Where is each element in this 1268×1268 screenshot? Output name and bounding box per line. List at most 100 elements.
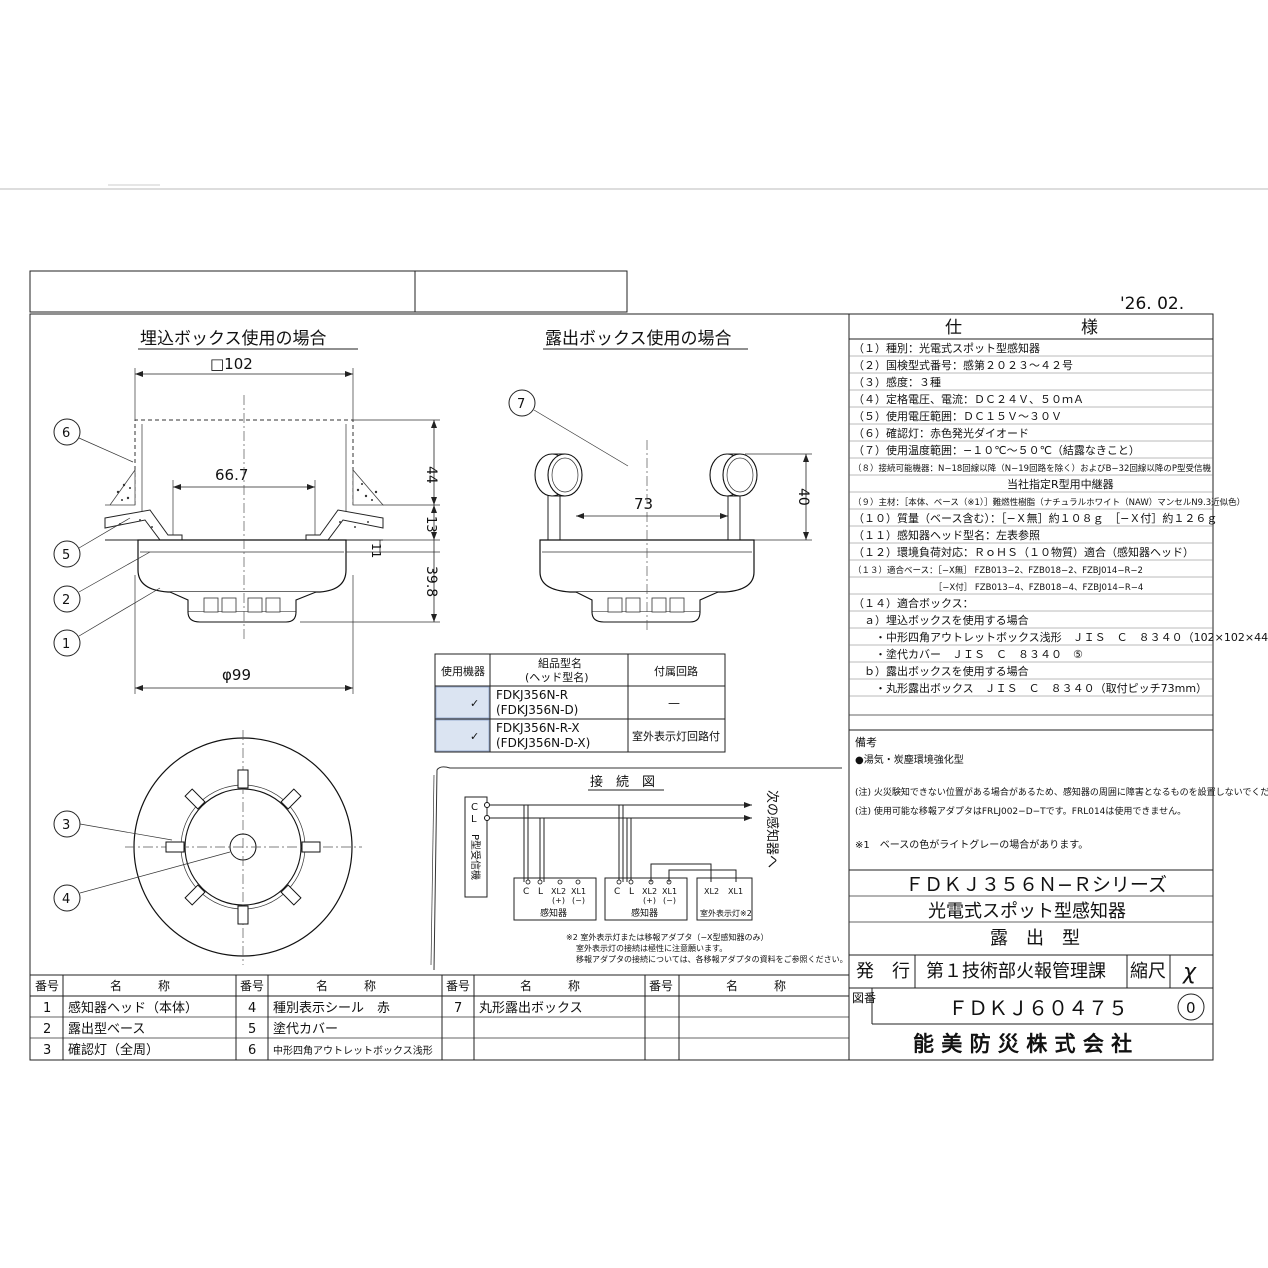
parts-h-no-1: 番号 bbox=[35, 979, 59, 993]
leader-6 bbox=[78, 437, 134, 463]
det2-term-c: C bbox=[614, 887, 620, 897]
tube-right-open bbox=[722, 453, 758, 497]
combo-check-cell-1[interactable] bbox=[435, 686, 490, 719]
combo-check-2: ✓ bbox=[470, 730, 479, 743]
callout-2-label: 2 bbox=[62, 593, 70, 608]
combo-table: 使用機器 組品型名 (ヘッド型名) 付属回路 ✓ FDKJ356N-R (FDK… bbox=[434, 653, 726, 753]
part-1-no: 1 bbox=[43, 1001, 51, 1016]
det2-term-l: L bbox=[629, 887, 634, 897]
receiver-l: L bbox=[471, 814, 477, 825]
combo-circuit-2: 室外表示灯回路付 bbox=[632, 729, 720, 743]
det2-term-xl1: XL1 bbox=[662, 887, 677, 896]
part-7-no: 7 bbox=[454, 1001, 462, 1016]
leader-7 bbox=[533, 409, 629, 467]
det1-terminals bbox=[525, 879, 581, 885]
spec-row: ・丸形露出ボックス ＪＩＳ Ｃ ８３４０（取付ピッチ73mm） bbox=[853, 681, 1207, 695]
tb-revision: 0 bbox=[1186, 999, 1196, 1017]
callout-3-label: 3 bbox=[62, 818, 70, 833]
combo-check-cell-2[interactable] bbox=[435, 719, 490, 752]
detector-1-drops bbox=[527, 805, 541, 882]
det1-pol-plus: (+) bbox=[552, 896, 565, 905]
parts-h-name-3: 名 称 bbox=[520, 978, 580, 993]
leader-5 bbox=[78, 517, 131, 549]
det1-pol-minus: (−) bbox=[572, 896, 585, 905]
part-7-name: 丸形露出ボックス bbox=[479, 1001, 583, 1016]
spec-row: 当社指定R型用中継器 bbox=[853, 477, 1114, 491]
part-4-no: 4 bbox=[248, 1001, 256, 1016]
det1-term-c: C bbox=[523, 887, 529, 897]
part-5-name: 塗代カバー bbox=[273, 1021, 338, 1037]
outlet-box-outline bbox=[134, 419, 354, 505]
combo-model-1: FDKJ356N-R bbox=[496, 688, 568, 702]
callout-7-label: 7 bbox=[517, 397, 525, 412]
outdoor-term-xl1: XL1 bbox=[728, 887, 743, 896]
combo-circuit-1: — bbox=[668, 696, 680, 710]
spec-rows: （１）種別：光電式スポット型感知器（２）国検型式番号：感第２０２３～４２号（３）… bbox=[849, 341, 1268, 697]
mounting-legs bbox=[547, 496, 741, 540]
callout-6 bbox=[53, 418, 81, 446]
exposed-view: 露出ボックス使用の場合 73 40 7 bbox=[508, 328, 812, 632]
parts-table: 番号 名 称 番号 名 称 番号 名 称 番号 名 称 1 感知器ヘッド（本体）… bbox=[30, 974, 849, 1060]
wiring-frame-curve bbox=[433, 766, 842, 971]
det1-term-l: L bbox=[538, 887, 543, 897]
remark-1: ●湯気・炭塵環境強化型 bbox=[855, 753, 964, 766]
tb-product: 光電式スポット型感知器 bbox=[928, 901, 1126, 922]
dim-102-label: □102 bbox=[210, 355, 253, 373]
dim-99-label: φ99 bbox=[222, 666, 251, 684]
spec-row: （９）主材：［本体、ベース（※1）］難燃性樹脂（ナチュラルホワイト（NAW）マン… bbox=[853, 497, 1245, 508]
dim-40-label: 40 bbox=[795, 488, 811, 506]
plaster-cover-right bbox=[305, 509, 384, 541]
detector-2-box bbox=[604, 877, 688, 921]
dim-398-label: 39.8 bbox=[423, 566, 439, 597]
concrete-right bbox=[352, 468, 384, 506]
head-vents-exposed bbox=[607, 597, 685, 613]
dim-73-label: 73 bbox=[634, 495, 653, 513]
spec-row: （８）接続可能機器：N−18回線以降（N−19回路を除く）およびB−32回線以降… bbox=[853, 463, 1211, 474]
callout-4-label: 4 bbox=[62, 892, 70, 907]
wiring-note-1: ※2 室外表示灯または移報アダプタ（−X型感知器のみ） bbox=[566, 932, 769, 942]
wiring-frame-curve-2 bbox=[430, 774, 435, 966]
combo-header-model-2: (ヘッド型名) bbox=[525, 670, 589, 684]
head-vents bbox=[203, 597, 281, 613]
spec-row: （１）種別：光電式スポット型感知器 bbox=[853, 341, 1040, 355]
receiver-terminal-c bbox=[484, 802, 490, 808]
parts-h-name-4: 名 称 bbox=[726, 978, 786, 993]
receiver-c: C bbox=[471, 802, 478, 813]
outdoor-label: 室外表示灯※2 bbox=[700, 908, 752, 918]
callout-4 bbox=[53, 884, 81, 912]
dim-667-label: 66.7 bbox=[215, 466, 248, 484]
det1-term-xl2: XL2 bbox=[551, 887, 566, 896]
tube-left-inner bbox=[551, 457, 579, 493]
remark-4: ※1 ベースの色がライトグレーの場合があります。 bbox=[855, 838, 1088, 851]
detector-head-bottom bbox=[187, 611, 297, 623]
detector-base-embedded bbox=[137, 539, 347, 593]
parts-cols bbox=[62, 975, 680, 1060]
outdoor-wires bbox=[650, 863, 737, 882]
callout-2 bbox=[53, 585, 81, 613]
callout-5 bbox=[53, 540, 81, 568]
part-6-name: 中形四角アウトレットボックス浅形 bbox=[273, 1044, 433, 1057]
det1-term-xl1: XL1 bbox=[571, 887, 586, 896]
bus-arrows bbox=[744, 802, 752, 821]
detector-2-drops-out bbox=[622, 805, 628, 882]
remarks-title: 備考 bbox=[855, 736, 877, 749]
wiring-diagram: 接 続 図 C L P型受信機 次の感知器へ C L XL2 XL1 (+) (… bbox=[430, 766, 848, 971]
part-2-no: 2 bbox=[43, 1022, 51, 1037]
combo-model-2: FDKJ356N-R-X bbox=[496, 721, 580, 735]
outdoor-term-xl2: XL2 bbox=[704, 887, 719, 896]
leader-4 bbox=[79, 851, 231, 894]
combo-header-model-1: 組品型名 bbox=[538, 656, 582, 670]
receiver-label: P型受信機 bbox=[469, 834, 482, 880]
spec-row: ａ）埋込ボックスを使用する場合 bbox=[853, 613, 1029, 627]
spec-row: ・塗代カバー ＪＩＳ Ｃ ８３４０ ⑤ bbox=[853, 647, 1083, 661]
date-label: '26. 02. bbox=[1120, 294, 1184, 314]
spec-row: ［−X付］ FZB013−4、FZB018−4、FZBJ014−R−4 bbox=[853, 582, 1143, 593]
header-box bbox=[29, 270, 628, 313]
remark-3: (注) 使用可能な移報アダプタはFRLJ002−D−Tです。FRL014は使用で… bbox=[855, 805, 1186, 817]
bottom-view: 3 4 bbox=[53, 730, 362, 965]
wiring-note-2: 室外表示灯の接続は極性に注意願います。 bbox=[576, 943, 727, 953]
part-6-no: 6 bbox=[248, 1043, 256, 1058]
spec-row: （５）使用電圧範囲：ＤＣ１５Ｖ～３０Ｖ bbox=[853, 409, 1062, 423]
revision-circle bbox=[1177, 993, 1205, 1021]
tb-scale-label: 縮尺 bbox=[1130, 961, 1166, 982]
